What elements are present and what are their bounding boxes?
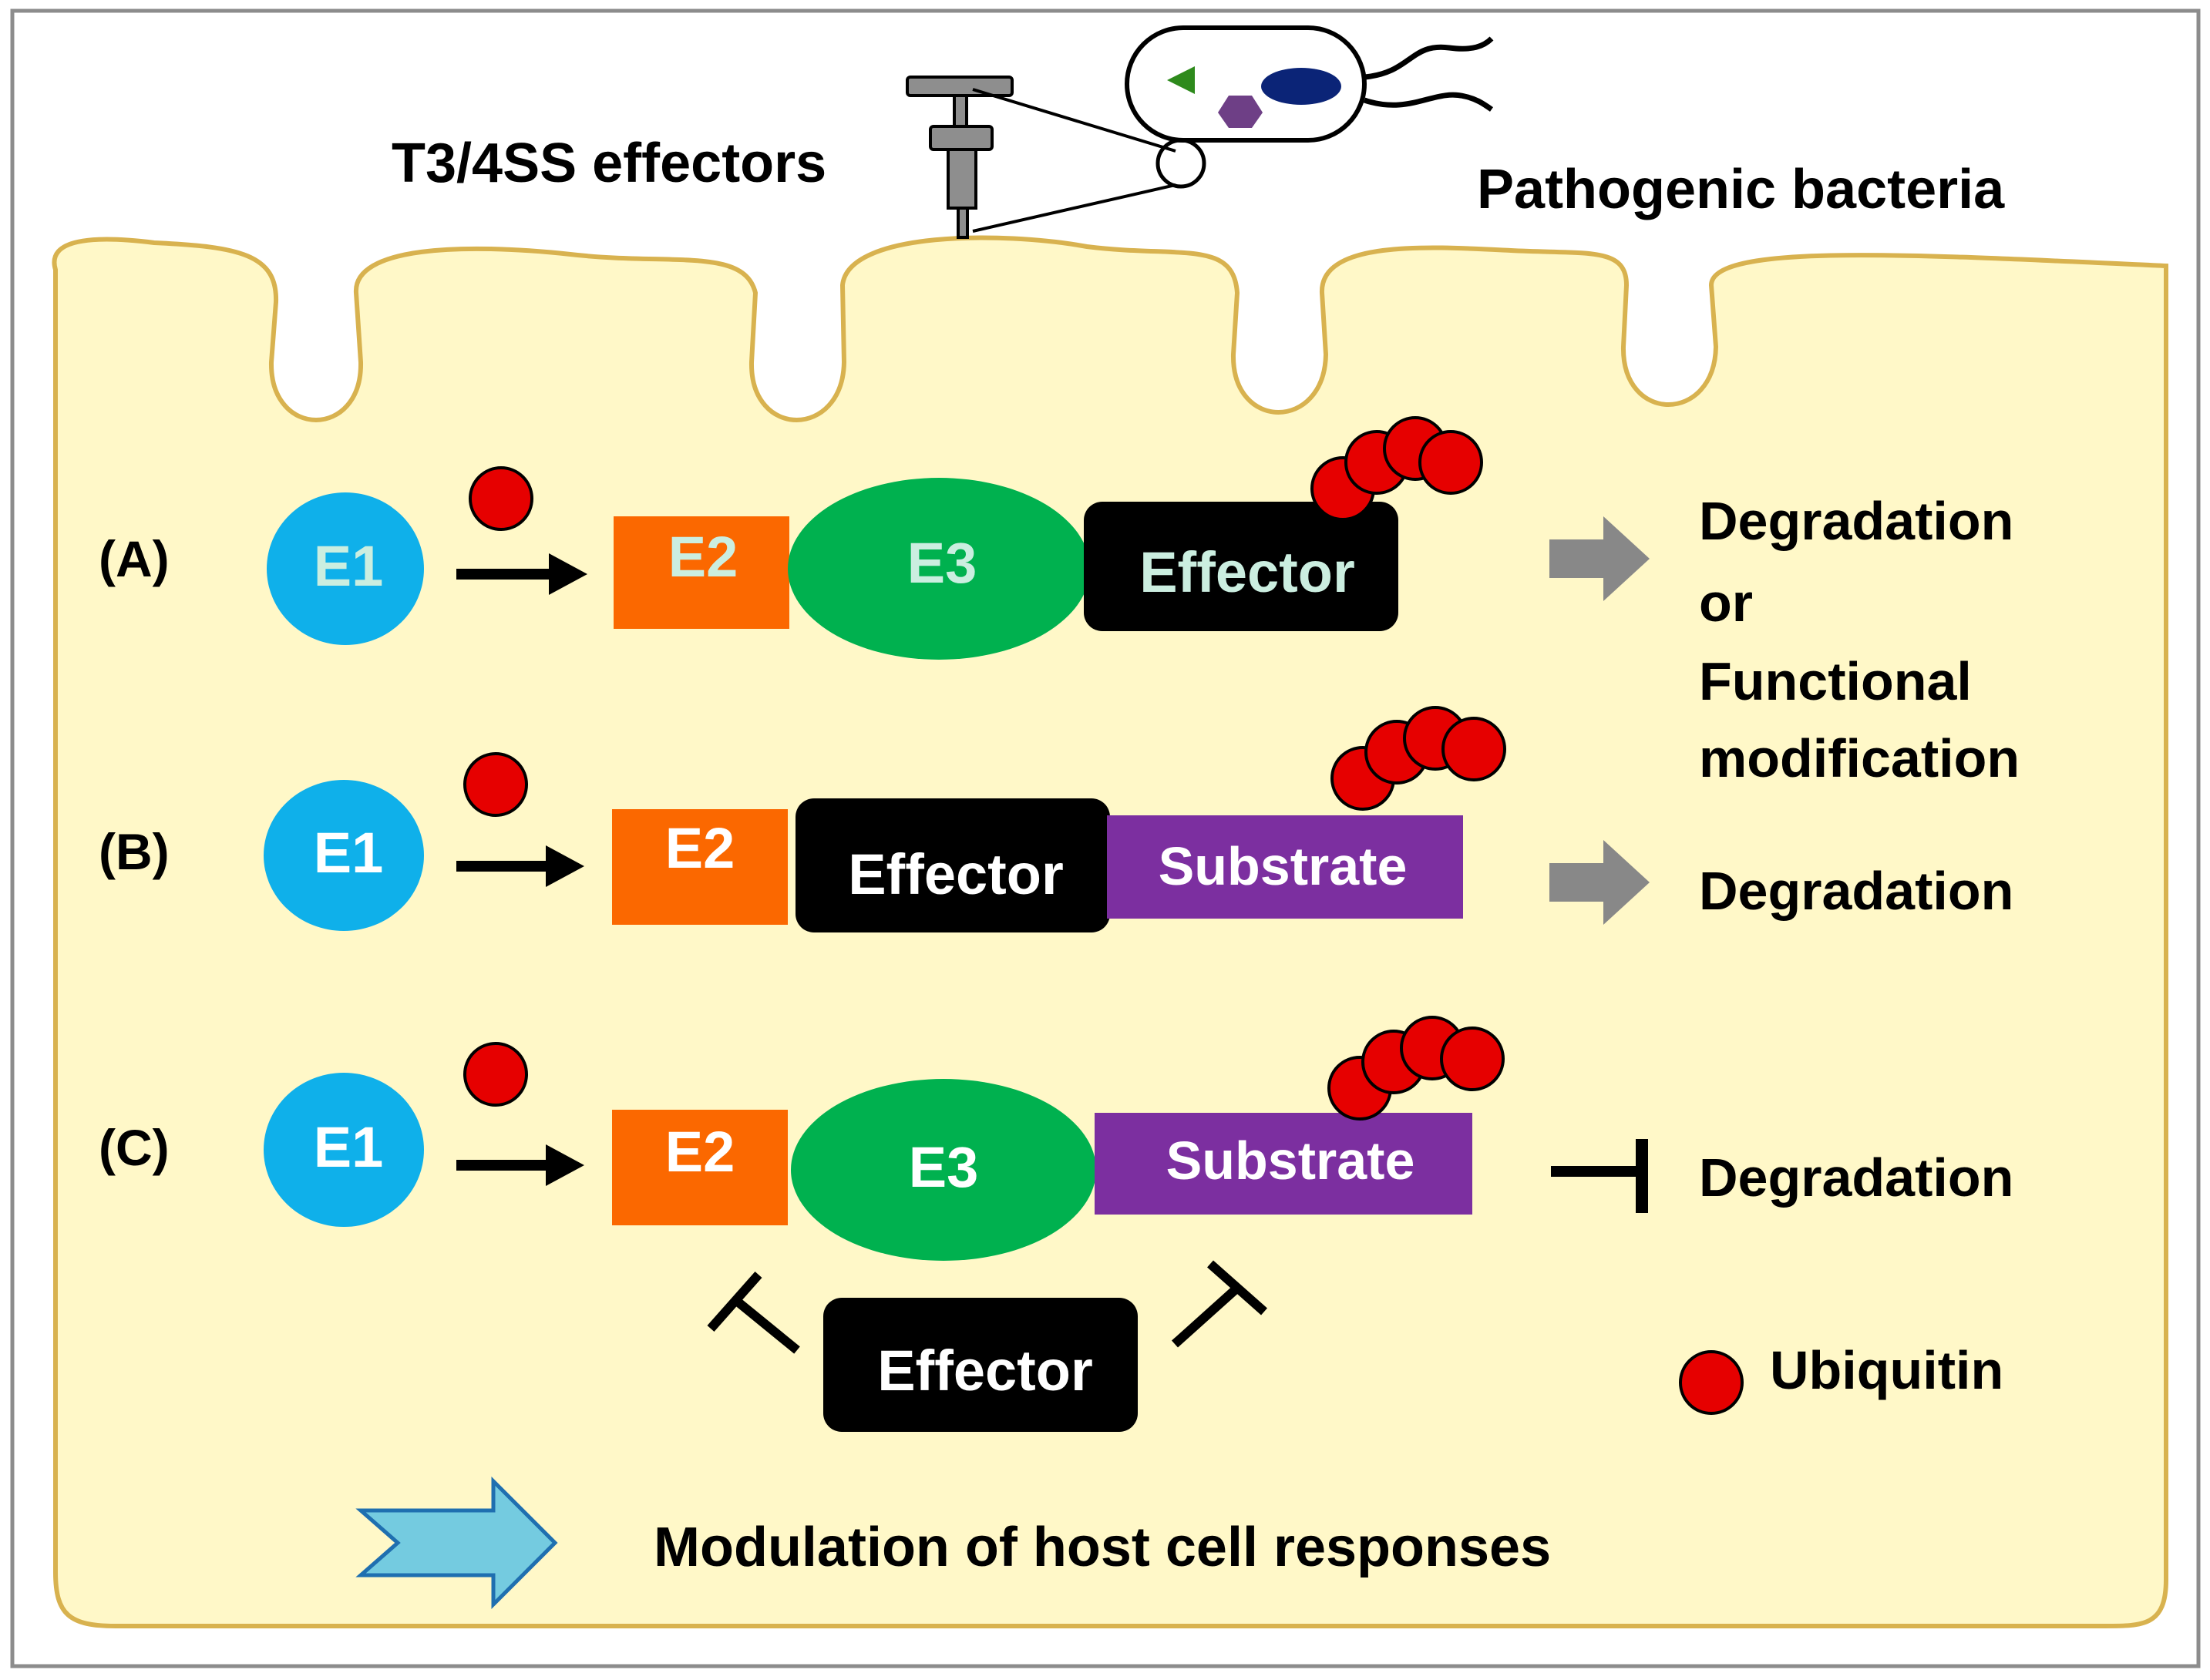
effector-label-c: Effector: [877, 1339, 1093, 1403]
syringe-icon: [906, 76, 1014, 239]
e1-node-c: [264, 1073, 424, 1227]
arrow-e1-e2-c: [456, 1144, 584, 1186]
ubiquitin-dot-c: [463, 1042, 528, 1107]
e1-label-b: E1: [314, 821, 384, 885]
outcome-a-line3: Functional: [1699, 651, 1972, 711]
arrow-e1-e2-b: [456, 845, 584, 887]
modulation-label: Modulation of host cell responses: [654, 1517, 1551, 1578]
outcome-arrow-b: [1549, 840, 1650, 925]
outcome-a-line2: or: [1699, 573, 1753, 633]
legend-ubiquitin-dot: [1679, 1350, 1744, 1415]
ubiquitin-dot-b: [463, 752, 528, 817]
polyubiquitin-chain-b: [1330, 706, 1506, 811]
outcome-arrow-a: [1549, 516, 1650, 601]
substrate-label-b: Substrate: [1159, 836, 1408, 896]
bacterium-icon: [972, 25, 1494, 233]
row-c: (C) E1 E2 E3 Substrate Degradation: [99, 1016, 2013, 1432]
outcome-a-line1: Degradation: [1699, 491, 2013, 551]
e2-node-a: [614, 516, 789, 629]
effector-node-b: [796, 798, 1110, 932]
bacterial-nucleoid-icon: [1261, 68, 1341, 105]
e2-label-c: E2: [665, 1120, 735, 1184]
effector-label-b: Effector: [848, 842, 1064, 906]
modulation-arrow-icon: [355, 1476, 558, 1610]
e1-label-a: E1: [314, 534, 384, 598]
effector-node-a: [1084, 502, 1398, 631]
e3-node-a: [788, 478, 1090, 660]
bacterial-triangle-icon: [1167, 66, 1195, 94]
row-c-label: (C): [99, 1119, 170, 1176]
legend-ubiquitin-label: Ubiquitin: [1770, 1340, 2003, 1400]
e1-label-c: E1: [314, 1115, 384, 1179]
legend: Ubiquitin Modulation of host cell respon…: [355, 1340, 2003, 1610]
substrate-node-c: [1095, 1113, 1472, 1215]
e2-label-a: E2: [668, 525, 738, 589]
inhibition-left-c: [707, 1272, 800, 1354]
row-a-label: (A): [99, 530, 170, 587]
e2-node-b: [612, 809, 788, 925]
inhibition-bar-c: [1551, 1139, 1648, 1213]
outcome-c: Degradation: [1699, 1147, 2013, 1208]
e1-node-b: [264, 780, 424, 931]
outcome-a-line4: modification: [1699, 728, 2020, 788]
outcome-b: Degradation: [1699, 861, 2013, 921]
polyubiquitin-chain-a: [1310, 416, 1483, 521]
bacterial-hexagon-icon: [1218, 96, 1263, 128]
e3-label-c: E3: [909, 1135, 979, 1199]
ubiquitin-dot-a: [469, 466, 533, 531]
arrow-e1-e2-a: [456, 553, 587, 595]
row-b-label: (B): [99, 823, 170, 880]
row-b: (B) E1 E2 Effector Substrate Degradation: [99, 706, 2013, 932]
e3-node-c: [791, 1079, 1096, 1261]
row-a: (A) E1 E2 E3 Effector Degradation or Fun…: [99, 416, 2020, 788]
e2-node-c: [612, 1110, 788, 1225]
substrate-node-b: [1107, 815, 1463, 919]
e1-node-a: [267, 492, 424, 645]
polyubiquitin-chain-c: [1327, 1016, 1505, 1121]
effector-label-a: Effector: [1139, 540, 1355, 604]
e2-label-b: E2: [665, 816, 735, 880]
host-cell: [52, 235, 2168, 1628]
t3-effectors-label: T3/4SS effectors: [392, 133, 826, 194]
pathogenic-bacteria-label: Pathogenic bacteria: [1477, 159, 2005, 220]
effector-node-c: [823, 1298, 1138, 1432]
substrate-label-c: Substrate: [1166, 1131, 1415, 1191]
e3-label-a: E3: [907, 531, 977, 595]
inhibition-right-c: [1171, 1260, 1267, 1348]
